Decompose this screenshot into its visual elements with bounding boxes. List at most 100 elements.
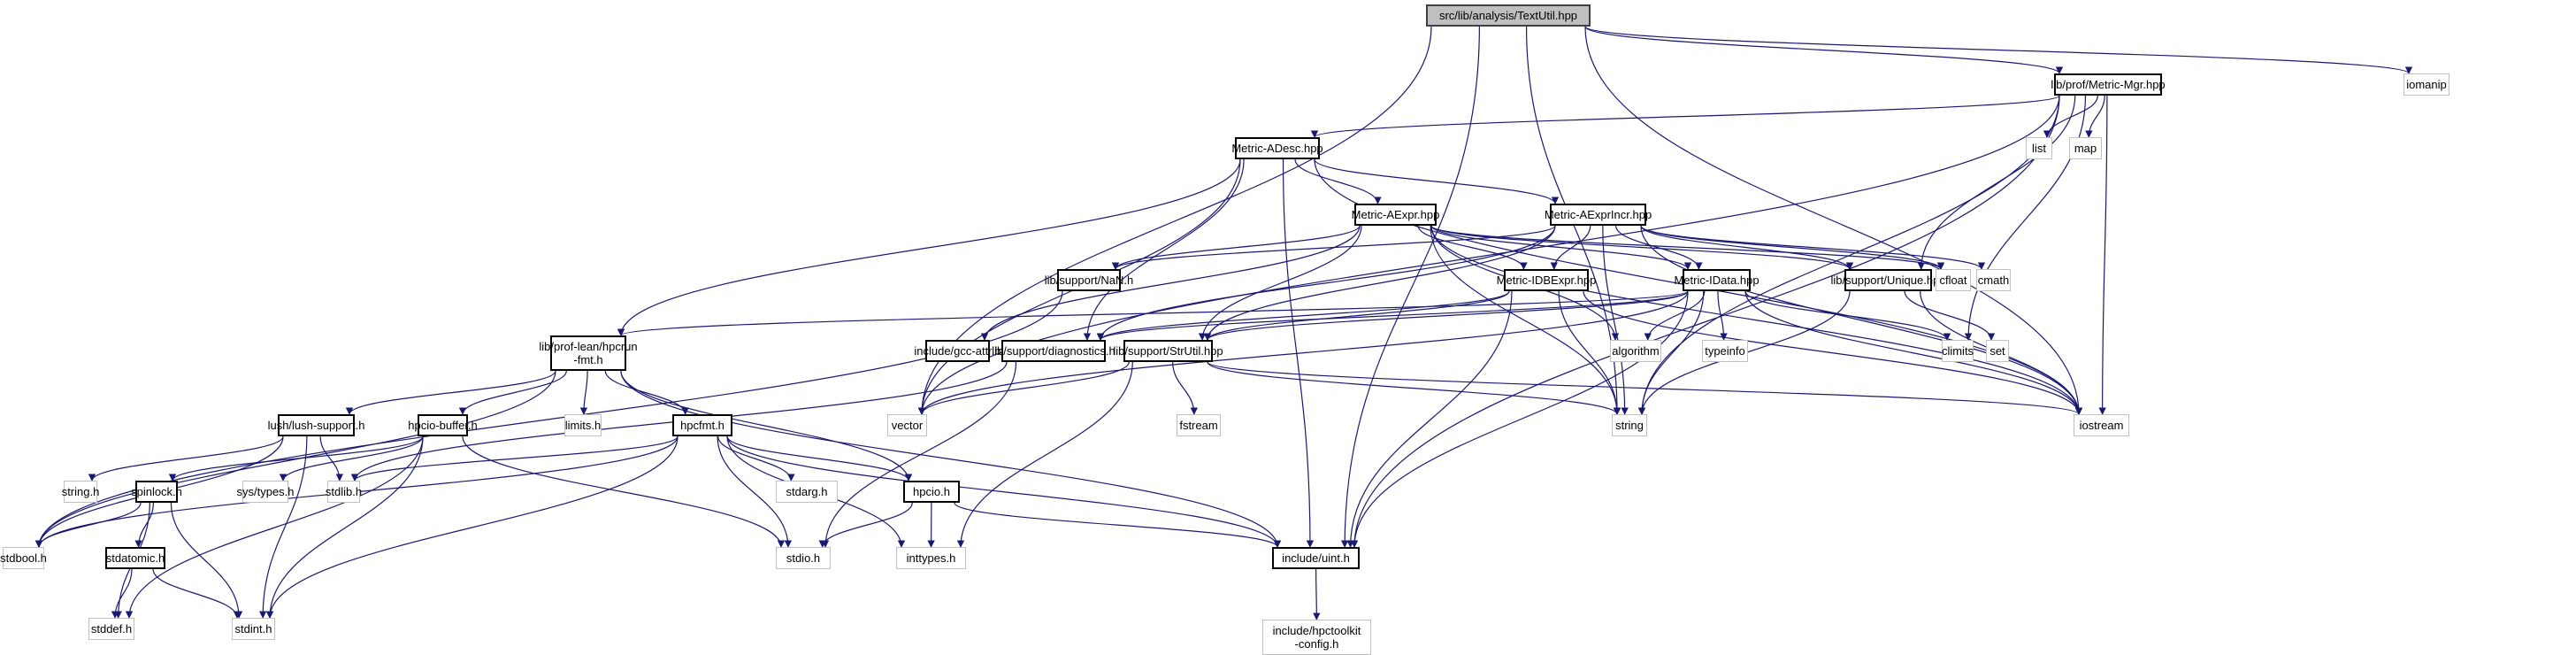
edge-hpcfmt-to-stdint (270, 436, 678, 618)
graph-node-root[interactable]: src/lib/analysis/TextUtil.hpp (1426, 4, 1591, 27)
edge-hpciobuf-to-stdio (463, 436, 781, 547)
node-label: stddef.h (91, 622, 132, 636)
graph-node-string: string (1612, 414, 1647, 436)
node-label: set (1990, 344, 2005, 358)
edge-diag-to-stdio (825, 362, 1016, 547)
node-label: climits (1942, 344, 1974, 358)
graph-node-stddef: stddef.h (88, 618, 134, 640)
node-label: vector (892, 419, 923, 432)
edge-root-to-iomanip (1585, 27, 2409, 73)
graph-node-inttypes: inttypes.h (896, 547, 966, 569)
node-label: string.h (62, 485, 100, 498)
graph-node-idbexpr[interactable]: Metric-IDBExpr.hpp (1504, 269, 1589, 291)
edge-strutil-to-string (1208, 362, 1617, 414)
node-label: cmath (1978, 274, 2009, 287)
node-label: include/uint.h (1282, 551, 1350, 565)
edge-metricmgr-to-iostream (2103, 96, 2107, 414)
node-label: stdbool.h (0, 551, 47, 565)
graph-node-climits: climits (1942, 340, 1974, 362)
graph-node-hpciobuf[interactable]: hpcio-buffer.h (418, 414, 468, 436)
edge-metricmgr-to-unique (1921, 96, 2075, 269)
graph-node-aexpr[interactable]: Metric-AExpr.hpp (1354, 204, 1437, 226)
node-label: Metric-AExpr.hpp (1352, 208, 1440, 221)
graph-node-hpcio[interactable]: hpcio.h (903, 481, 960, 503)
node-label: lush/lush-support.h (268, 419, 365, 432)
edge-root-to-uint (1345, 27, 1479, 547)
edge-lush-to-stdlib (320, 436, 340, 481)
graph-node-lush[interactable]: lush/lush-support.h (278, 414, 355, 436)
graph-node-metricmgr[interactable]: lib/prof/Metric-Mgr.hpp (2054, 73, 2162, 96)
graph-node-limits: limits.h (564, 414, 602, 436)
edge-adesc-to-aexprincr (1315, 159, 1555, 204)
edge-aexprincr-to-nan (1116, 226, 1555, 269)
node-label: algorithm (1612, 344, 1659, 358)
edge-hpcio-to-uint (954, 503, 1277, 547)
edge-hpcrunfmt-to-hpcfmt (605, 371, 685, 414)
edge-lush-to-stringh (92, 436, 283, 481)
graph-node-hpcfmt[interactable]: hpcfmt.h (672, 414, 732, 436)
edge-stdatomic-to-stdint (153, 569, 237, 618)
graph-node-hpctkconfig: include/hpctoolkit -config.h (1262, 620, 1371, 655)
edge-metricmgr-to-climits (1968, 96, 2086, 340)
edge-aexpr-to-nan (1116, 226, 1360, 269)
graph-node-hpcrunfmt[interactable]: lib/prof-lean/hpcrun -fmt.h (550, 335, 626, 371)
graph-node-diag[interactable]: lib/support/diagnostics.h (1001, 340, 1106, 362)
edge-idata-to-climits (1745, 291, 1947, 340)
graph-node-unique[interactable]: lib/support/Unique.hpp (1844, 269, 1932, 291)
edge-idata-to-strutil (1208, 291, 1688, 340)
node-label: fstream (1179, 419, 1217, 432)
node-label: sys/types.h (236, 485, 294, 498)
edge-idata-to-iostream (1745, 291, 2079, 414)
node-label: hpcio-buffer.h (408, 419, 478, 432)
edge-hpciobuf-to-systypes (283, 436, 423, 481)
edge-spinlock-to-stdint (171, 503, 239, 618)
edge-spinlock-to-stdatomic (139, 503, 154, 547)
graph-node-strutil[interactable]: lib/support/StrUtil.hpp (1123, 340, 1213, 362)
graph-node-uint[interactable]: include/uint.h (1272, 547, 1360, 569)
edge-adesc-to-hpcrunfmt (621, 159, 1240, 335)
graph-node-stdbool: stdbool.h (3, 547, 44, 569)
node-label: map (2074, 142, 2097, 155)
graph-node-list: list (2026, 137, 2052, 159)
node-label: Metric-IDBExpr.hpp (1497, 274, 1597, 287)
edge-metricmgr-to-vector (922, 96, 2059, 414)
graph-node-vector: vector (887, 414, 927, 436)
node-label: hpcio.h (913, 485, 950, 498)
edge-idbexpr-to-string (1559, 291, 1617, 414)
edge-hpcrunfmt-to-hpciobuf (463, 371, 566, 414)
graph-node-cmath: cmath (1976, 269, 2011, 291)
node-label: lib/support/diagnostics.h (992, 344, 1115, 358)
edge-idbexpr-to-uint (1351, 291, 1512, 547)
graph-node-map: map (2069, 137, 2102, 159)
node-label: lib/support/StrUtil.hpp (1113, 344, 1223, 358)
edge-hpciobuf-to-stdint (270, 436, 423, 618)
edge-hpcrunfmt-to-limits (584, 371, 587, 414)
node-label: inttypes.h (907, 551, 956, 565)
graph-node-gccattr[interactable]: include/gcc-attr.h (925, 340, 990, 362)
node-label: Metric-AExprIncr.hpp (1545, 208, 1652, 221)
edge-strutil-to-vector (922, 362, 1129, 414)
node-label: hpcfmt.h (680, 419, 724, 432)
graph-node-stdatomic[interactable]: stdatomic.h (105, 547, 165, 569)
graph-node-spinlock[interactable]: spinlock.h (135, 481, 178, 503)
edge-metricmgr-to-list (2047, 96, 2097, 137)
graph-node-idata[interactable]: Metric-IData.hpp (1683, 269, 1751, 291)
node-label: stdint.h (235, 622, 272, 636)
graph-node-cfloat: cfloat (1936, 269, 1971, 291)
edge-hpcrunfmt-to-hpcio (621, 371, 908, 481)
edge-hpcfmt-to-stdarg (718, 436, 792, 481)
edge-metricmgr-to-uint (1354, 96, 2059, 547)
node-label: iostream (2080, 419, 2124, 432)
graph-node-fstream: fstream (1177, 414, 1221, 436)
edge-stdatomic-to-stddef (115, 569, 132, 618)
node-label: Metric-IData.hpp (1674, 274, 1759, 287)
node-label: lib/prof-lean/hpcrun -fmt.h (539, 340, 637, 366)
graph-node-stdlib: stdlib.h (327, 481, 360, 503)
graph-node-aexprincr[interactable]: Metric-AExprIncr.hpp (1550, 204, 1646, 226)
graph-node-adesc[interactable]: Metric-ADesc.hpp (1235, 137, 1320, 159)
node-label: typeinfo (1705, 344, 1745, 358)
edge-unique-to-set (1905, 291, 1991, 340)
edge-adesc-to-aexpr (1295, 159, 1377, 204)
node-label: Metric-ADesc.hpp (1231, 142, 1322, 155)
graph-node-nan[interactable]: lib/support/NaN.h (1057, 269, 1121, 291)
